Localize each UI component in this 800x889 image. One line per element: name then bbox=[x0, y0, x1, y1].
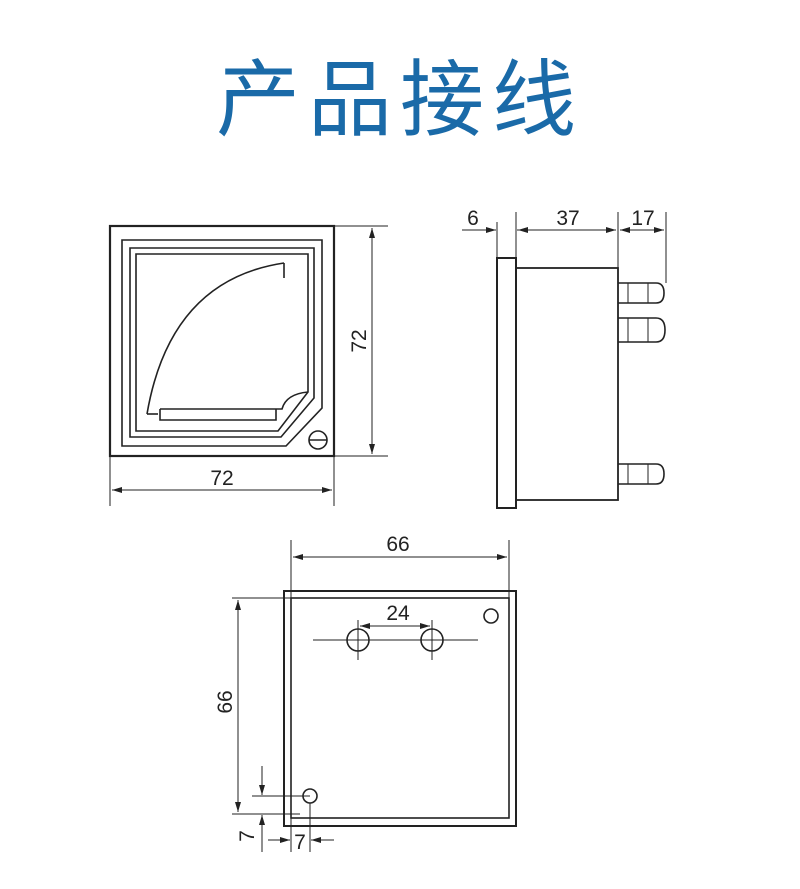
front-window bbox=[129, 247, 315, 438]
page-title: 产品接线 bbox=[215, 51, 584, 149]
back-height-label: 66 bbox=[214, 690, 237, 713]
terminal-top bbox=[618, 282, 665, 304]
front-height-label: 72 bbox=[348, 329, 371, 352]
flange-label: 6 bbox=[467, 207, 479, 230]
hole-spacing-label: 24 bbox=[386, 602, 410, 625]
terminal-bottom bbox=[618, 463, 665, 485]
offset-y-label: 7 bbox=[236, 830, 259, 842]
front-width-label: 72 bbox=[210, 467, 233, 490]
side-view bbox=[462, 212, 667, 509]
back-outer-frame bbox=[283, 590, 517, 827]
scale-base bbox=[159, 391, 309, 421]
back-view bbox=[232, 540, 517, 852]
offset-x-label: 7 bbox=[294, 831, 306, 854]
front-view bbox=[108, 224, 388, 506]
scale-arc bbox=[146, 262, 285, 415]
front-outer-frame bbox=[108, 224, 336, 458]
side-body bbox=[515, 267, 619, 501]
back-body bbox=[290, 597, 510, 819]
back-width-label: 66 bbox=[386, 533, 409, 556]
mounting-hole-top-right bbox=[483, 608, 499, 624]
terminal-middle bbox=[618, 317, 666, 343]
front-bezel bbox=[121, 239, 323, 447]
front-inner-window bbox=[135, 253, 309, 432]
terminal-label: 17 bbox=[631, 207, 654, 230]
side-flange bbox=[496, 257, 517, 509]
body-label: 37 bbox=[556, 207, 579, 230]
